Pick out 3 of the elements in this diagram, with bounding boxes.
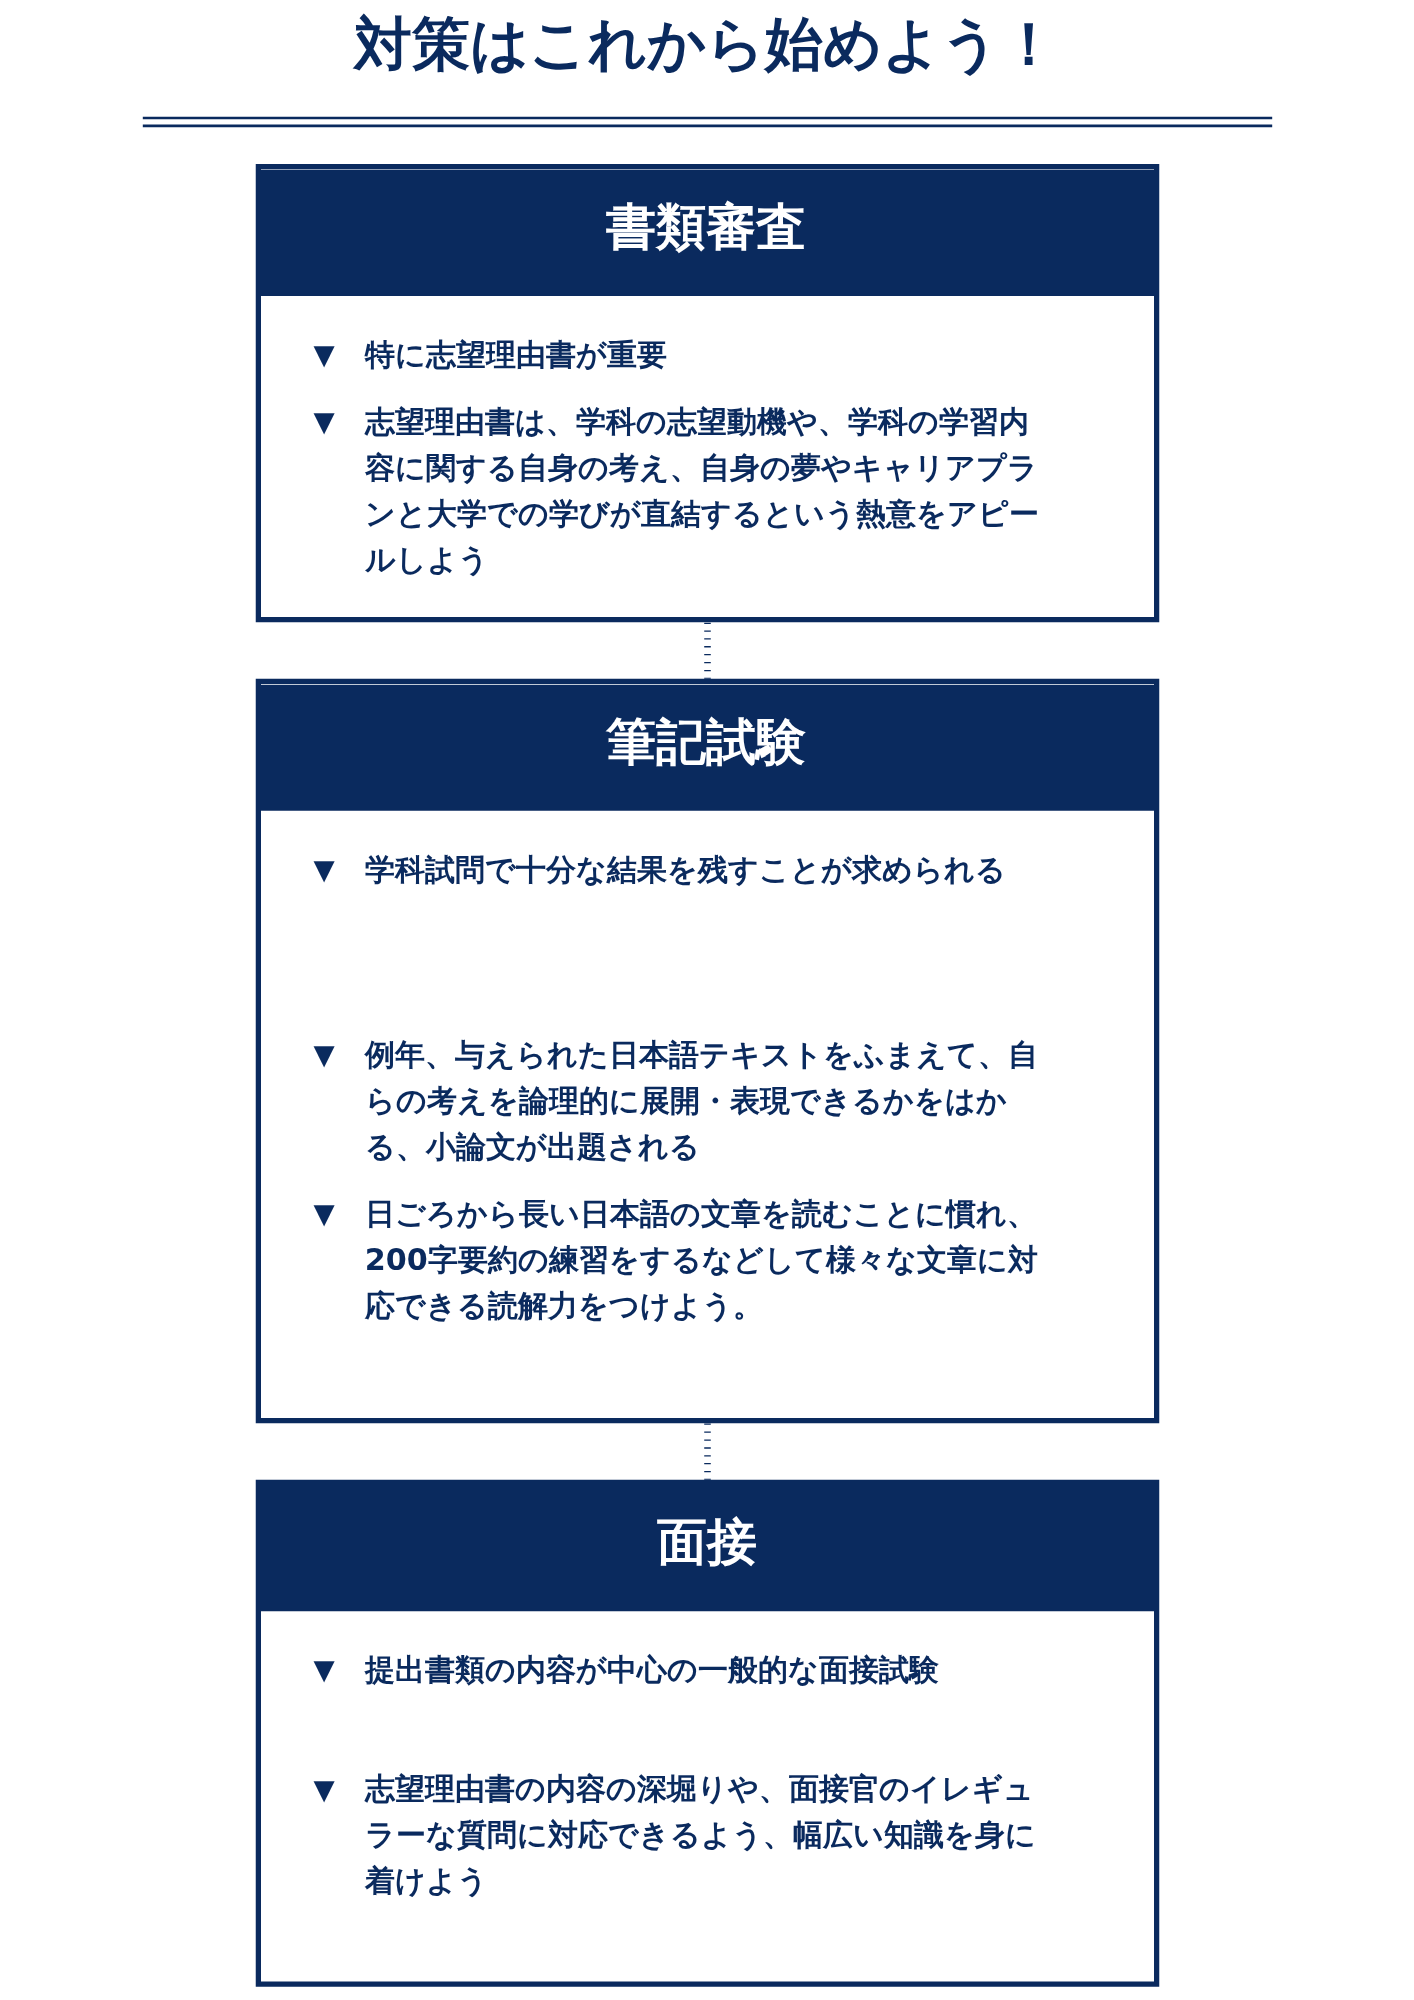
diagram-title: 対策はこれから始めよう！ bbox=[353, 9, 1058, 78]
connector bbox=[703, 1423, 711, 1480]
connector bbox=[703, 622, 711, 679]
